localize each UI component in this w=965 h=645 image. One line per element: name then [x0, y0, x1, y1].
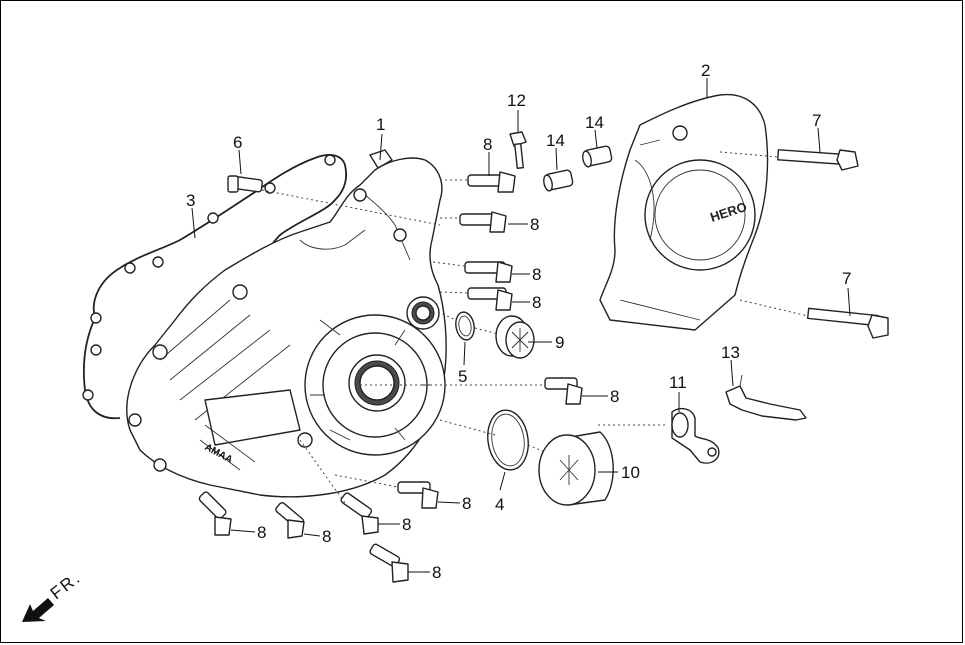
bolt-8i — [198, 491, 232, 536]
front-arrow-icon — [22, 598, 54, 622]
callout-6: 6 — [233, 133, 242, 152]
plug-part-9 — [495, 315, 535, 359]
cap-part-10 — [538, 431, 614, 506]
callout-8f: 8 — [462, 494, 471, 513]
bolt-8d — [467, 287, 513, 311]
callout-7-upper: 7 — [812, 111, 821, 130]
callout-8g: 8 — [402, 515, 411, 534]
alignment-lines — [261, 151, 809, 504]
callout-7-lower: 7 — [842, 269, 851, 288]
bolt-8j — [369, 543, 409, 583]
o-ring-part-4 — [487, 409, 529, 471]
callout-8c: 8 — [532, 265, 541, 284]
callout-2: 2 — [701, 61, 710, 80]
bolt-part-12 — [509, 131, 527, 169]
callout-5: 5 — [458, 367, 467, 386]
bracket-part-13 — [725, 374, 807, 421]
callout-8a: 8 — [483, 135, 492, 154]
callout-1: 1 — [376, 115, 385, 134]
callout-14b: 14 — [585, 113, 604, 132]
clamp-part-11 — [671, 407, 720, 464]
callout-8i: 8 — [257, 523, 266, 542]
callout-10: 10 — [621, 463, 640, 482]
bolt-part-7-lower — [806, 307, 889, 339]
bolt-part-6 — [227, 175, 263, 193]
callout-8e: 8 — [610, 387, 619, 406]
callout-4: 4 — [495, 495, 504, 514]
callout-labels: 1 2 3 4 5 6 7 7 8 8 8 8 8 8 8 8 8 8 8 9 … — [186, 61, 851, 582]
callout-8b: 8 — [530, 215, 539, 234]
callout-11: 11 — [669, 373, 687, 392]
bolt-8c — [464, 261, 513, 283]
bolt-8h — [275, 502, 305, 539]
bolt-8f — [397, 481, 439, 509]
dowel-pins-part-14 — [543, 145, 613, 192]
callout-12: 12 — [507, 91, 526, 110]
bolt-8a — [467, 171, 516, 193]
front-label: FR. — [47, 568, 85, 604]
crankshaft-cover — [599, 93, 769, 331]
callout-3: 3 — [186, 191, 195, 210]
bolt-group-part-8 — [198, 171, 583, 583]
bolt-part-7-upper — [777, 149, 859, 171]
bolt-8b — [459, 211, 507, 233]
bolt-8e — [544, 377, 583, 405]
callout-14a: 14 — [546, 131, 565, 150]
o-ring-part-5 — [455, 311, 475, 341]
left-crankcase-cover — [126, 149, 447, 498]
callout-8d: 8 — [532, 293, 541, 312]
callout-8j: 8 — [432, 563, 441, 582]
front-direction-indicator: FR. — [22, 568, 85, 622]
gasket-holes — [82, 154, 336, 401]
callout-8h: 8 — [322, 527, 331, 546]
bolt-8g — [340, 492, 379, 535]
gasket — [82, 154, 348, 420]
callout-13: 13 — [721, 343, 740, 362]
callout-9: 9 — [555, 333, 564, 352]
leader-lines — [191, 78, 851, 573]
